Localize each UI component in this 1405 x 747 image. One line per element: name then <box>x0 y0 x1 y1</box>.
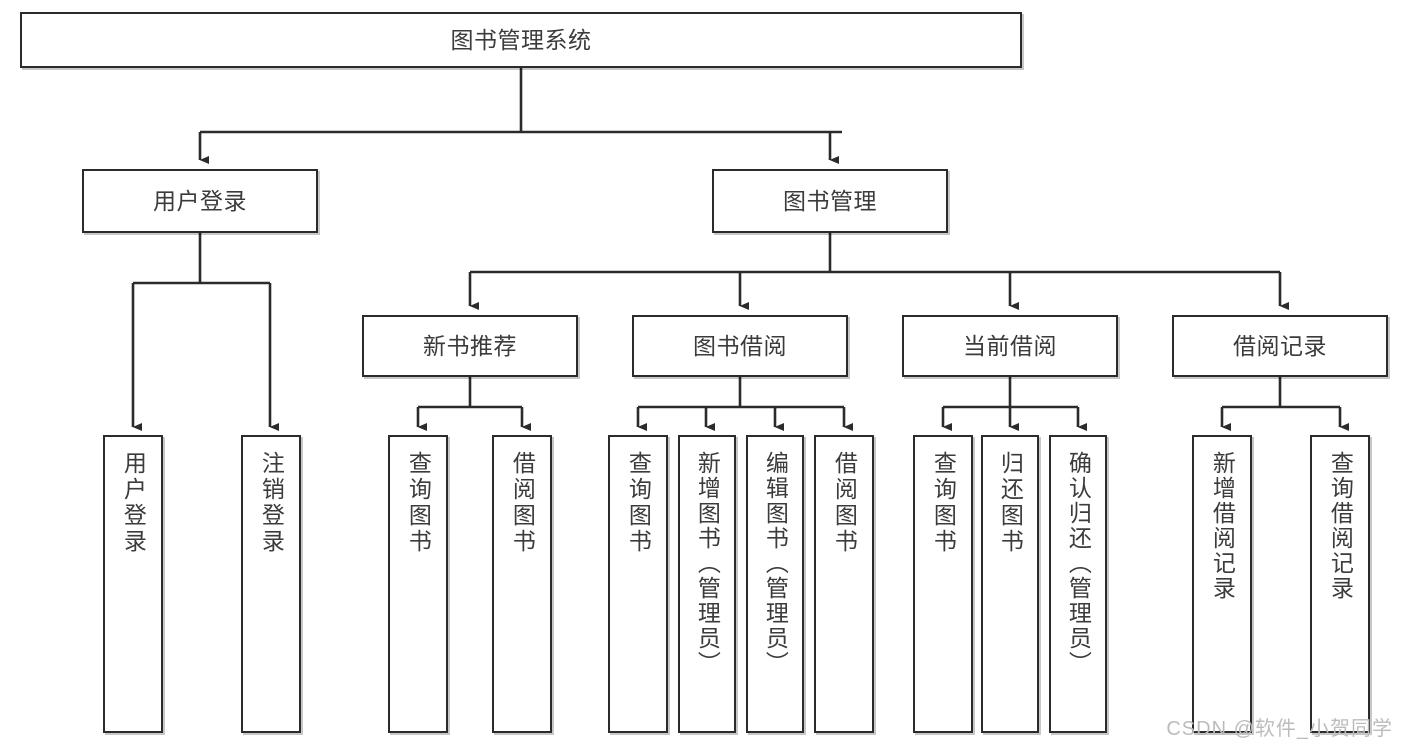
node-new-book-recommend[interactable]: 新书推荐 <box>362 315 578 377</box>
node-leaf-user-logout-label: 注销登录 <box>258 451 285 555</box>
node-leaf-edit-book[interactable]: 编辑图书（管理员） <box>746 435 804 733</box>
node-leaf-query-book-2[interactable]: 查询图书 <box>608 435 668 733</box>
node-current-borrow[interactable]: 当前借阅 <box>902 315 1118 377</box>
node-leaf-query-book-1[interactable]: 查询图书 <box>388 435 448 733</box>
node-leaf-query-book-3-label: 查询图书 <box>930 451 957 555</box>
node-leaf-add-book[interactable]: 新增图书（管理员） <box>678 435 736 733</box>
node-current-borrow-label: 当前借阅 <box>963 332 1057 359</box>
node-book-management-label: 图书管理 <box>783 187 877 214</box>
node-root-label: 图书管理系统 <box>450 26 592 53</box>
node-leaf-user-logout[interactable]: 注销登录 <box>241 435 301 733</box>
node-leaf-query-book-2-label: 查询图书 <box>625 451 652 555</box>
node-book-borrow-label: 图书借阅 <box>693 332 787 359</box>
node-user-login-label: 用户登录 <box>153 187 247 214</box>
node-leaf-query-record-label: 查询借阅记录 <box>1327 451 1354 601</box>
node-leaf-borrow-book-1-label: 借阅图书 <box>509 451 536 555</box>
node-book-management[interactable]: 图书管理 <box>712 169 948 233</box>
node-leaf-return-book[interactable]: 归还图书 <box>981 435 1039 733</box>
node-leaf-edit-book-label: 编辑图书（管理员） <box>762 451 789 676</box>
node-leaf-return-book-label: 归还图书 <box>997 451 1024 555</box>
node-borrow-record-label: 借阅记录 <box>1233 332 1327 359</box>
node-root[interactable]: 图书管理系统 <box>20 12 1022 68</box>
node-borrow-record[interactable]: 借阅记录 <box>1172 315 1388 377</box>
node-leaf-confirm-return[interactable]: 确认归还（管理员） <box>1049 435 1107 733</box>
node-leaf-query-book-3[interactable]: 查询图书 <box>913 435 973 733</box>
node-leaf-user-login-label: 用户登录 <box>120 451 147 555</box>
node-leaf-borrow-book-2-label: 借阅图书 <box>831 451 858 555</box>
node-user-login[interactable]: 用户登录 <box>82 169 318 233</box>
node-leaf-confirm-return-label: 确认归还（管理员） <box>1065 451 1092 676</box>
node-leaf-user-login[interactable]: 用户登录 <box>103 435 163 733</box>
node-leaf-borrow-book-1[interactable]: 借阅图书 <box>492 435 552 733</box>
node-leaf-add-record-label: 新增借阅记录 <box>1209 451 1236 601</box>
node-leaf-query-record[interactable]: 查询借阅记录 <box>1310 435 1370 733</box>
node-book-borrow[interactable]: 图书借阅 <box>632 315 848 377</box>
node-leaf-borrow-book-2[interactable]: 借阅图书 <box>814 435 874 733</box>
node-new-book-recommend-label: 新书推荐 <box>423 332 517 359</box>
node-leaf-add-record[interactable]: 新增借阅记录 <box>1192 435 1252 733</box>
node-leaf-add-book-label: 新增图书（管理员） <box>694 451 721 676</box>
node-leaf-query-book-1-label: 查询图书 <box>405 451 432 555</box>
watermark-text: CSDN @软件_小贺同学 <box>1166 718 1393 740</box>
